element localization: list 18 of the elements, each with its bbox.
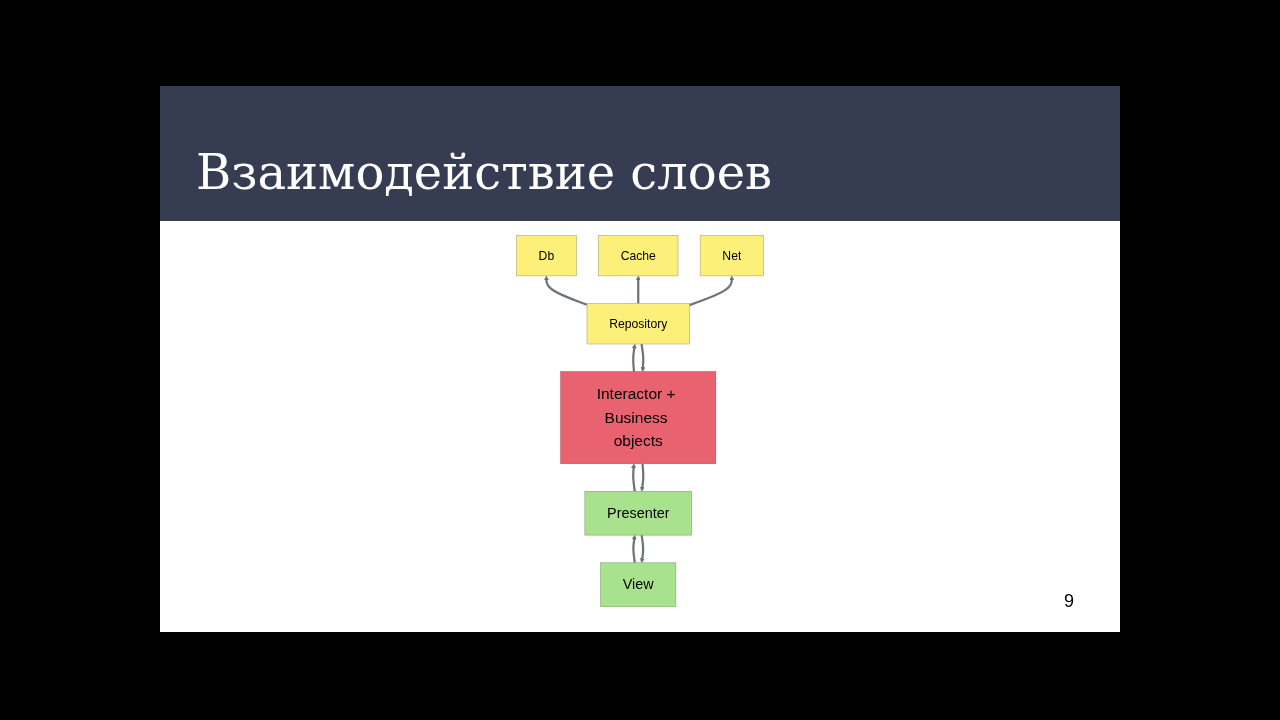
- node-box: View: [600, 562, 677, 607]
- node-box: Presenter: [584, 491, 692, 536]
- node-box: Net: [699, 235, 764, 277]
- arrow: [631, 463, 637, 492]
- arrow: [640, 343, 646, 372]
- node-box: Cache: [598, 235, 679, 277]
- arrow: [635, 275, 641, 304]
- node-box: Db: [516, 235, 577, 277]
- slide-title: Взаимодействие слоев: [196, 144, 773, 200]
- node-box: Repository: [586, 303, 690, 345]
- arrow: [689, 275, 735, 307]
- arrow: [544, 275, 588, 306]
- arrow: [631, 534, 637, 563]
- node-box: Interactor + Business objects: [560, 371, 717, 464]
- arrow: [639, 534, 645, 563]
- arrow: [631, 343, 637, 372]
- slide-number: 9: [1064, 591, 1074, 612]
- arrow: [639, 463, 645, 492]
